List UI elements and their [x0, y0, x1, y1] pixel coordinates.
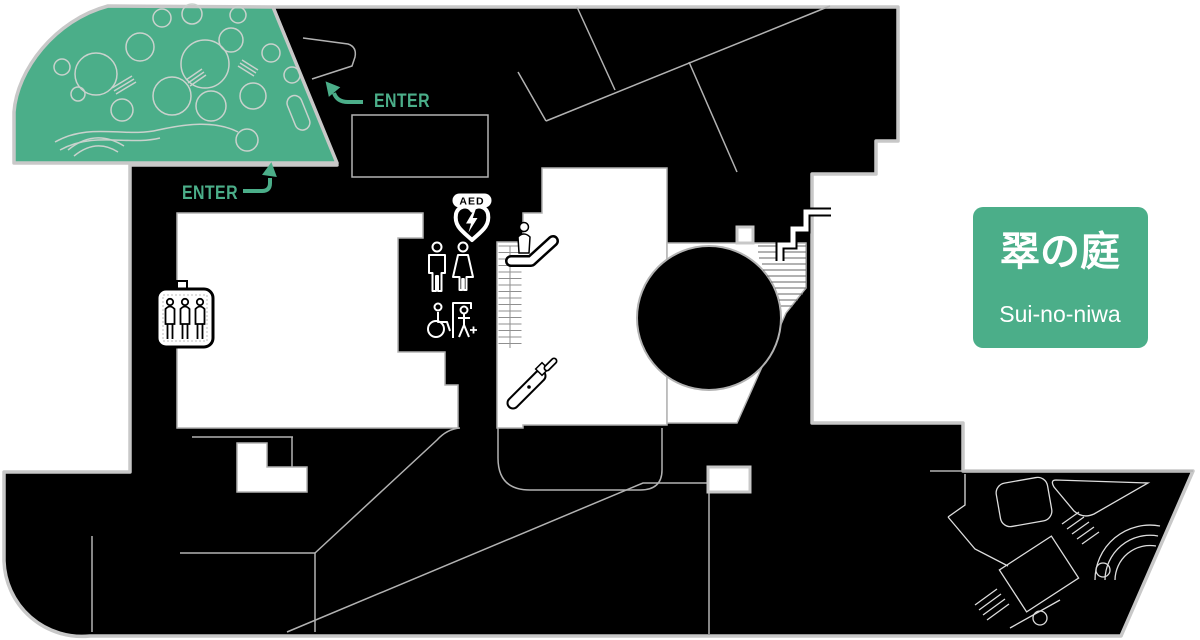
enter-lower-arrowhead	[262, 162, 277, 178]
garden-trees	[53, 3, 311, 157]
garden-upper-left	[12, 3, 339, 165]
enter-upper-arrowhead	[325, 81, 341, 97]
round-hall	[636, 245, 782, 391]
enter-upper-label: ENTER	[374, 91, 430, 112]
entrance-upper: ENTER	[325, 81, 430, 112]
enter-lower-arrow	[243, 178, 272, 193]
womens-restroom-icon	[452, 241, 474, 291]
wheelchair-accessible-icon	[427, 302, 451, 338]
enter-lower-label: ENTER	[182, 183, 238, 204]
legend-badge-title-ja: 翠の庭	[1000, 230, 1120, 274]
aed-icon: AED	[452, 193, 492, 242]
garden-lower-right	[947, 474, 1161, 629]
escalator-up-icon	[505, 221, 559, 267]
enter-upper-arrow	[332, 92, 363, 104]
legend-badge: 翠の庭 Sui-no-niwa	[973, 207, 1148, 348]
family-restroom-icon	[452, 302, 477, 338]
entrance-lower: ENTER	[182, 162, 277, 204]
mens-restroom-icon	[428, 241, 446, 292]
pillar-box	[735, 225, 755, 245]
room-left	[176, 212, 459, 429]
escalator-down-icon	[506, 357, 558, 410]
service-box	[706, 465, 752, 494]
legend-badge-title-romaji: Sui-no-niwa	[999, 301, 1121, 327]
stairs-icon	[775, 207, 831, 261]
restroom-icons	[427, 241, 477, 338]
elevator-icon	[155, 280, 215, 349]
room-notch	[236, 442, 308, 493]
